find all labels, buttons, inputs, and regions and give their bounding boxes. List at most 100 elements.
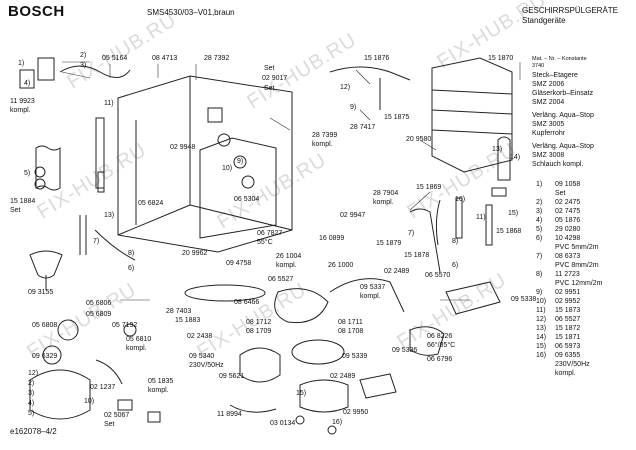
- callout: kompl.: [360, 293, 381, 300]
- legend-code: PVC 5mm/2m: [555, 244, 599, 251]
- callout: 9): [237, 158, 244, 165]
- callout: 05 5164: [102, 55, 128, 62]
- callout: 06 5527: [268, 276, 294, 283]
- callout: 06 5304: [234, 196, 260, 203]
- callout: 3): [28, 390, 35, 397]
- callout: 15 1879: [376, 240, 402, 247]
- callout: 09 5340: [189, 353, 215, 360]
- callout: 15 1876: [364, 55, 390, 62]
- callout: 05 6809: [86, 311, 112, 318]
- callout: 12): [340, 84, 351, 91]
- callout: 05 6808: [32, 322, 58, 329]
- callout: 09 5336: [392, 347, 418, 354]
- callout: 3): [80, 62, 87, 69]
- legend-code: 05 1876: [555, 217, 581, 224]
- callout: 5): [24, 170, 31, 177]
- callout: kompl.: [148, 387, 169, 394]
- note-text: 3740: [532, 63, 545, 69]
- legend-code: 09 1058: [555, 181, 581, 188]
- callout: 16 0899: [319, 235, 345, 242]
- callout: 11): [476, 214, 486, 221]
- callout: 06 6796: [427, 356, 453, 363]
- upper-rack-parts: [329, 57, 513, 197]
- callout: 09 5338: [511, 296, 537, 303]
- callout: 8): [128, 250, 135, 257]
- legend-code: 06 5527: [555, 316, 581, 323]
- callout: 08 6466: [234, 299, 260, 306]
- callout: 8): [452, 238, 459, 245]
- callout: 02 2438: [187, 333, 213, 340]
- callout: 28 7392: [204, 55, 230, 62]
- callout: Set: [104, 421, 115, 428]
- legend-num: 15): [536, 343, 547, 350]
- sump-parts: [29, 319, 161, 423]
- callout: Set: [264, 85, 275, 92]
- callout: 26 1004: [276, 253, 302, 260]
- legend-code: 29 0280: [555, 226, 581, 233]
- callout: 15 1868: [496, 228, 522, 235]
- footer-code: e162078–4/2: [10, 427, 57, 436]
- callout: 15 1884: [10, 198, 36, 205]
- legend-code: 02 9952: [555, 298, 581, 305]
- callout: 20 9962: [182, 250, 208, 257]
- note-text: Gläserkorb–Einsatz: [532, 90, 594, 97]
- callout: 02 9950: [343, 409, 369, 416]
- callout: 09 5339: [342, 353, 368, 360]
- callout: 08 1711: [338, 319, 363, 326]
- callout: kompl.: [10, 107, 31, 114]
- callout: 15 1878: [404, 252, 430, 259]
- legend-num: 14): [536, 334, 547, 341]
- callout: 2): [28, 380, 35, 387]
- category-title: GESCHIRRSPÜLGERÄTE: [522, 6, 619, 15]
- callout: 08 4713: [152, 55, 178, 62]
- legend-code: 15 1871: [555, 334, 581, 341]
- circulation-pump-parts: [184, 284, 445, 435]
- callout: 10): [222, 165, 233, 172]
- callout: 1): [18, 60, 25, 67]
- legend-code: 02 2475: [555, 199, 581, 206]
- callout: 11): [104, 100, 114, 107]
- note-text: SMZ 2006: [532, 81, 565, 88]
- callout: 06 8226: [427, 333, 453, 340]
- legend-num: 9): [536, 289, 543, 296]
- callout: 16): [455, 196, 466, 203]
- callout: 02 1237: [90, 384, 116, 391]
- note-text: SMZ 3008: [532, 152, 565, 159]
- legend-num: 6): [536, 235, 543, 242]
- callout: 11 8994: [217, 411, 242, 418]
- callout: 05 6806: [86, 300, 112, 307]
- callout: 6): [128, 265, 135, 272]
- callout: 05 6824: [138, 200, 164, 207]
- callout: 09 5337: [360, 284, 386, 291]
- callout: 7): [408, 230, 415, 237]
- category-subtitle: Standgeräte: [522, 16, 566, 25]
- legend-code: Set: [555, 190, 566, 197]
- legend-num: 5): [536, 226, 543, 233]
- callout: 02 2489: [330, 373, 356, 380]
- callout: 09 3155: [28, 289, 54, 296]
- note-text: Mat. – Nr. – Konstante: [532, 56, 587, 62]
- callout: 7): [93, 238, 100, 245]
- legend-code: 06 5973: [555, 343, 581, 350]
- legend-code: 02 9951: [555, 289, 581, 296]
- legend-code: 15 1873: [555, 307, 581, 314]
- callout: 11 9923: [10, 98, 35, 105]
- legend-num: 4): [536, 217, 543, 224]
- callout: 2): [80, 52, 87, 59]
- callout: 03 0134: [270, 420, 296, 427]
- legend-num: 8): [536, 271, 543, 278]
- callout: 09 5621: [219, 373, 245, 380]
- callout: 14): [510, 154, 521, 161]
- model-number: SMS4530/03–V01,braun: [147, 8, 235, 17]
- note-text: Steck–Etagere: [532, 72, 578, 79]
- legend-num: 7): [536, 253, 543, 260]
- note-text: Verläng. Aqua–Stop: [532, 112, 594, 119]
- callout: 20 9580: [406, 136, 432, 143]
- legend-num: 3): [536, 208, 543, 215]
- callout: kompl.: [126, 345, 147, 352]
- legend-num: 12): [536, 316, 547, 323]
- callout: 28 7417: [350, 124, 376, 131]
- inlet-valve-parts: [19, 57, 136, 290]
